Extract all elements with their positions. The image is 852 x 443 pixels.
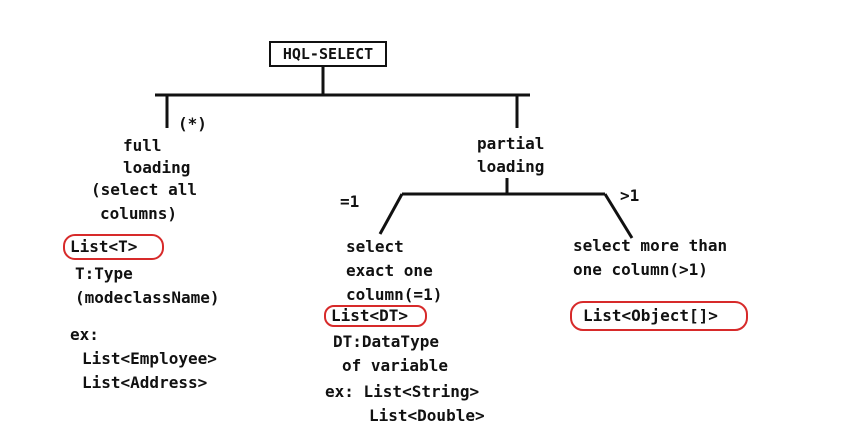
full-return-type-highlight <box>63 234 164 260</box>
gt-one-marker: >1 <box>620 186 640 205</box>
eq-one-note-line-1: DT:DataType <box>333 332 439 351</box>
full-example-2: List<Address> <box>82 373 208 392</box>
full-heading-line-2: loading <box>123 158 191 177</box>
eq-one-return-type: List<DT> <box>331 306 409 325</box>
gt-one-branch <box>603 193 634 239</box>
full-return-type: List<T> <box>70 237 138 256</box>
eq-one-example-1: ex: List<String> <box>325 382 480 401</box>
full-example-1: List<Employee> <box>82 349 217 368</box>
gt-one-return-type-highlight <box>570 301 748 331</box>
full-heading-line-1: full <box>123 136 162 155</box>
eq-one-heading-line-1: select <box>346 237 404 256</box>
full-marker: (*) <box>178 114 207 133</box>
eq-one-note-line-2: of variable <box>342 356 448 375</box>
eq-one-return-type-highlight <box>324 305 427 327</box>
eq-one-branch <box>378 193 404 235</box>
partial-heading-line-1: partial <box>477 134 545 153</box>
gt-one-heading-line-2: one column(>1) <box>573 260 708 279</box>
partial-heading-line-2: loading <box>477 157 545 176</box>
gt-one-heading-line-1: select more than <box>573 236 728 255</box>
full-note-line-2: (modeclassName) <box>75 288 220 307</box>
full-heading-line-3: (select all <box>91 180 197 199</box>
full-example-label: ex: <box>70 325 99 344</box>
eq-one-heading-line-2: exact one <box>346 261 433 280</box>
eq-one-heading-line-3: column(=1) <box>346 285 443 304</box>
eq-one-marker: =1 <box>340 192 360 211</box>
full-note-line-1: T:Type <box>75 264 133 283</box>
eq-one-example-2: List<Double> <box>369 406 485 425</box>
full-heading-line-4: columns) <box>100 204 178 223</box>
root-node-box: HQL-SELECT <box>269 41 387 67</box>
root-node-label: HQL-SELECT <box>282 45 374 63</box>
gt-one-return-type: List<Object[]> <box>583 306 718 325</box>
